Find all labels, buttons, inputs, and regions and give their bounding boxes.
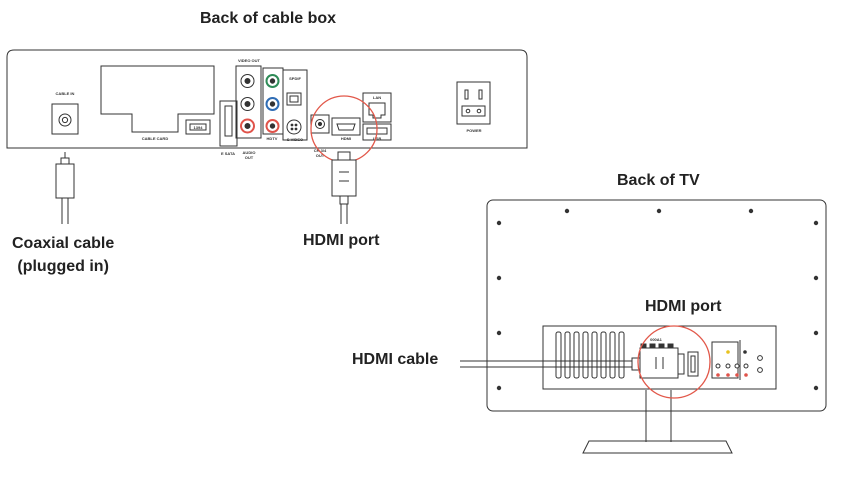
hdtv-component-block xyxy=(262,67,284,135)
ch34-label-2: OUT xyxy=(316,153,325,158)
usb-label: USB xyxy=(373,136,382,141)
box-port-labels: CABLE IN CABLE CARD 1394 E SATA VIDEO OU… xyxy=(56,58,482,160)
tv-input-ports xyxy=(640,340,763,380)
coaxial-cable-label-line2: (plugged in) xyxy=(17,258,109,275)
cable-box xyxy=(6,49,528,149)
tv-connection-panel xyxy=(542,325,777,390)
esata-label: E SATA xyxy=(221,151,235,156)
cable-card-slot xyxy=(100,65,215,133)
hdmi-cable-label: HDMI cable xyxy=(352,351,439,368)
ch34-label-1: CH 3/4 xyxy=(314,148,327,153)
cable-in-label: CABLE IN xyxy=(56,91,75,96)
tv-hdmi-port-label: HDMI port xyxy=(645,298,722,315)
lan-label: LAN xyxy=(373,95,381,100)
box-hdmi-port-label: HDMI port xyxy=(303,232,380,249)
spdif-label: SPDIF xyxy=(289,76,301,81)
coaxial-cable-label-line1: Coaxial cable xyxy=(12,235,115,252)
cable-box-title: Back of cable box xyxy=(200,10,337,27)
tv-vent-slots xyxy=(555,331,625,379)
tv-stand xyxy=(582,390,733,454)
tv-body xyxy=(486,199,827,412)
hdtv-label: HDTV xyxy=(267,136,278,141)
cable-card-label: CABLE CARD xyxy=(142,136,169,141)
tv-title: Back of TV xyxy=(617,172,700,189)
ieee1394-label: 1394 xyxy=(194,125,204,130)
tv xyxy=(486,199,827,454)
esata-port xyxy=(219,100,238,147)
ieee1394-port xyxy=(185,119,211,135)
audio-out-label-2: OUT xyxy=(245,155,254,160)
ch34-port xyxy=(310,114,330,134)
cable-box-body xyxy=(6,49,528,149)
av-jack-block xyxy=(235,65,262,139)
video-out-label: VIDEO OUT xyxy=(238,58,261,63)
hdmi-port-text: HDMI xyxy=(341,136,351,141)
tv-hdmi-highlight xyxy=(637,325,711,399)
audio-out-label-1: AUDIO xyxy=(243,150,256,155)
svideo-label: S VIDEO xyxy=(287,137,303,142)
box-hdmi-port xyxy=(331,117,361,136)
power-label: POWER xyxy=(466,128,481,133)
coaxial-cable-label: Coaxial cable (plugged in) xyxy=(12,232,114,278)
tv-hdmi-cable xyxy=(460,347,699,379)
cable-in-port xyxy=(51,103,79,135)
tv-screws xyxy=(496,208,819,391)
box-hdmi-cable xyxy=(331,151,357,224)
coaxial-cable xyxy=(55,152,75,224)
spdif-svideo-block xyxy=(282,69,308,141)
power-outlet xyxy=(456,81,491,125)
tv-input-label: 000A1 xyxy=(650,337,663,342)
